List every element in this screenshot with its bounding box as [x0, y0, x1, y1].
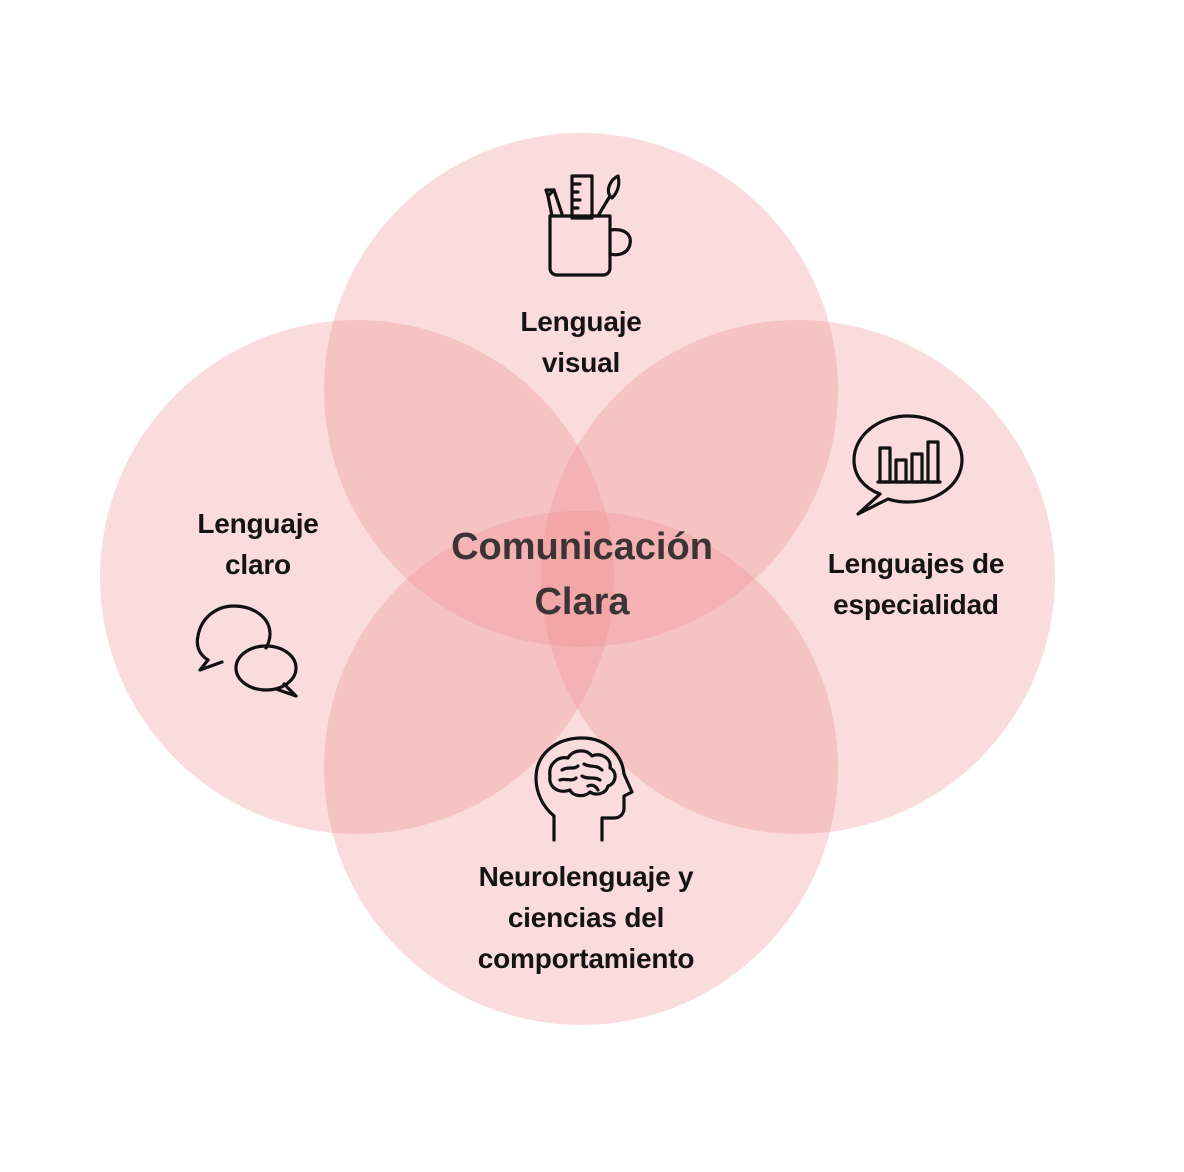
circle-lenguaje-claro	[100, 320, 614, 834]
bar-chart-speech-bubble-icon	[850, 412, 968, 520]
label-line: claro	[225, 549, 291, 580]
label-line: ciencias del	[507, 902, 665, 933]
label-comunicacion-clara: Comunicación Clara	[412, 520, 752, 630]
circle-lenguaje-visual	[324, 133, 838, 647]
label-lenguaje-visual: Lenguaje visual	[461, 301, 701, 383]
label-line: especialidad	[833, 589, 999, 620]
head-brain-icon	[532, 734, 636, 846]
label-line: Lenguajes de	[827, 548, 1005, 579]
label-neurolenguaje: Neurolenguaje y ciencias del comportamie…	[436, 856, 736, 979]
art-supplies-mug-icon	[540, 170, 636, 282]
label-line: comportamiento	[477, 943, 695, 974]
chat-bubbles-icon	[192, 598, 304, 702]
label-lenguaje-claro: Lenguaje claro	[138, 503, 378, 585]
label-line: visual	[541, 347, 621, 378]
label-line: Lenguaje	[520, 306, 642, 337]
label-line: Lenguaje	[197, 508, 319, 539]
label-lenguajes-de-especialidad: Lenguajes de especialidad	[776, 543, 1056, 625]
center-line: Clara	[534, 581, 630, 623]
label-line: Neurolenguaje y	[478, 861, 694, 892]
circle-neurolenguaje	[324, 511, 838, 1025]
center-line: Comunicación	[451, 526, 713, 568]
